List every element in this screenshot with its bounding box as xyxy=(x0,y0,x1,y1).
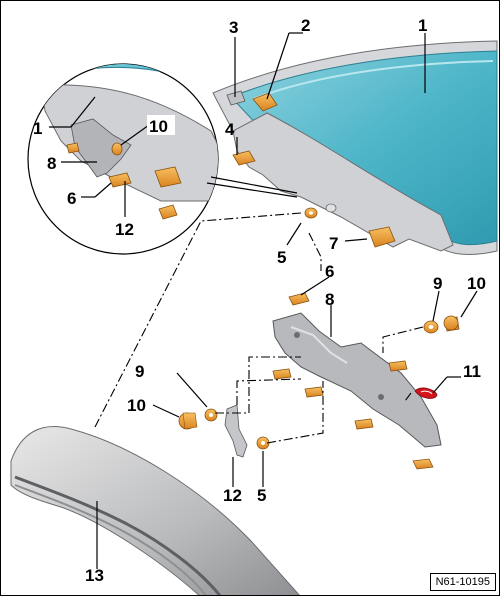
part-labels: 1 2 3 4 10 1 8 6 12 5 7 6 8 9 10 11 9 10… xyxy=(33,16,486,585)
clip-part-2 xyxy=(252,92,278,112)
label-4: 4 xyxy=(225,120,235,139)
label-5-top: 5 xyxy=(277,248,286,267)
label-8-detail: 8 xyxy=(47,154,56,173)
label-10-detail: 10 xyxy=(149,117,168,136)
label-1-detail: 1 xyxy=(33,119,42,138)
clip-part-11 xyxy=(414,387,438,399)
nut-part-10-left xyxy=(178,412,198,430)
label-11: 11 xyxy=(463,362,481,381)
label-6-detail: 6 xyxy=(67,189,76,208)
label-13: 13 xyxy=(85,566,104,585)
label-7: 7 xyxy=(329,234,338,253)
label-10-left: 10 xyxy=(127,396,146,415)
label-2: 2 xyxy=(301,16,310,35)
label-5-bottom: 5 xyxy=(257,486,266,505)
label-1-top: 1 xyxy=(418,16,427,35)
seal-part-13 xyxy=(10,426,300,595)
label-9-left: 9 xyxy=(135,362,144,381)
label-10-right: 10 xyxy=(467,274,486,293)
bracket-part-8 xyxy=(272,312,442,448)
washer-part-9-right xyxy=(423,320,439,334)
label-8: 8 xyxy=(325,290,334,309)
washer-part-5-top xyxy=(304,203,337,219)
label-9-right: 9 xyxy=(433,274,442,293)
window-glass xyxy=(212,40,498,255)
washer-part-9-left xyxy=(204,408,218,422)
nut-part-10-right xyxy=(443,315,460,332)
clips-part-6 xyxy=(272,292,434,470)
label-3: 3 xyxy=(229,18,238,37)
reference-code: N61-10195 xyxy=(429,573,496,591)
pad-part-7 xyxy=(368,226,396,248)
assembly-lines xyxy=(94,212,424,444)
callout-line-upper xyxy=(210,176,298,194)
label-12-detail: 12 xyxy=(115,220,134,239)
leader-lines xyxy=(49,32,478,569)
bracket-part-3 xyxy=(226,90,246,106)
callout-line-lower xyxy=(206,182,298,198)
clip-part-4 xyxy=(232,150,256,166)
label-6: 6 xyxy=(325,262,334,281)
label-12: 12 xyxy=(223,486,242,505)
